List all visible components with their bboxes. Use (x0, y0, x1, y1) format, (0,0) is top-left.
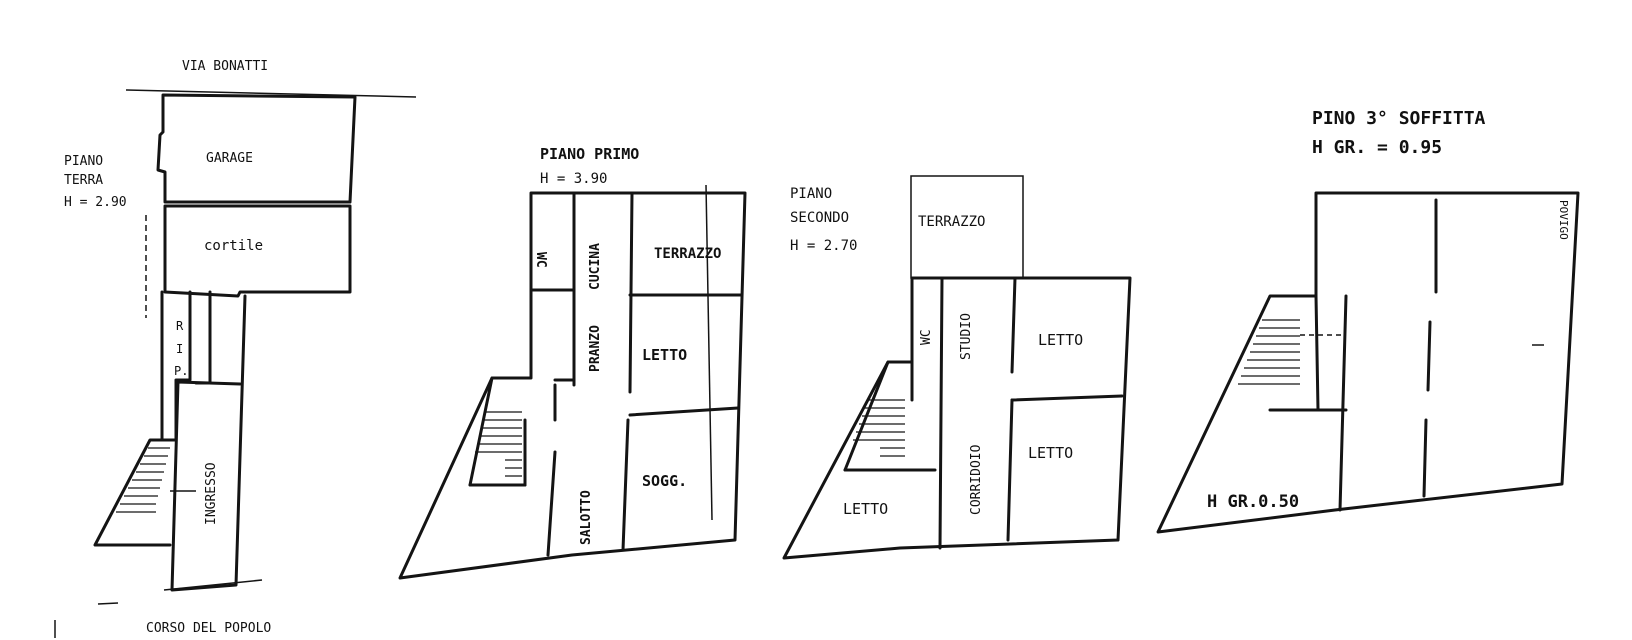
terrazzo-outline (910, 175, 1024, 279)
ground-floor-height: H = 2.90 (64, 195, 127, 210)
third-floor-outer-walls (1156, 191, 1580, 534)
wall (1422, 418, 1428, 498)
room-label-sogg: SOGG. (642, 472, 687, 490)
street-line-bottom (163, 579, 263, 591)
ingresso-walls (170, 294, 247, 592)
first-floor-outer-walls (398, 191, 747, 580)
room-label-studio: STUDIO (959, 313, 974, 360)
second-floor-outer-walls (782, 276, 1132, 560)
third-floor-height: H GR. = 0.95 (1312, 137, 1442, 158)
plan-second-floor: PIANO SECONDO H = 2.70 TERRAZZO WC STUDI… (782, 175, 1132, 560)
stair-treads (475, 411, 522, 477)
room-label-cortile: cortile (204, 238, 263, 254)
third-floor-title: PINO 3° SOFFITTA (1312, 108, 1486, 129)
ground-floor-title-line1: PIANO (64, 154, 103, 169)
plan-ground-floor: PIANO TERRA H = 2.90 GARAGE cortile R I … (64, 89, 417, 592)
room-label-letto-1: LETTO (1038, 331, 1083, 349)
wall (468, 376, 494, 487)
room-label-wc: WC (533, 252, 548, 268)
third-floor-low-height: H GR.0.50 (1207, 492, 1299, 512)
first-floor-title: PIANO PRIMO (540, 145, 639, 163)
plan-first-floor: PIANO PRIMO H = 3.90 WC CUCINA TERRAZZO … (398, 145, 747, 580)
wall (1006, 398, 1014, 542)
plan-third-floor: PINO 3° SOFFITTA H GR. = 0.95 H GR.0.50 … (1156, 108, 1580, 534)
room-label-salotto: SALOTTO (579, 490, 594, 545)
wall (546, 450, 557, 557)
room-label-terrazzo: TERRAZZO (918, 214, 985, 230)
courtyard-walls (163, 204, 352, 298)
rip-inner-wall (194, 290, 212, 385)
room-label-rip-i: I (176, 342, 183, 356)
room-label-pranzo: PRANZO (588, 325, 603, 372)
room-label-rip-p: P. (174, 364, 188, 378)
second-floor-title-line1: PIANO (790, 186, 832, 202)
wall (938, 276, 944, 550)
stair-outline (93, 438, 178, 547)
stair-treads (116, 447, 170, 513)
ground-floor-title-line2: TERRA (64, 173, 103, 188)
room-label-letto-3: LETTO (843, 500, 888, 518)
wall (1010, 394, 1124, 402)
room-label-cucina: CUCINA (588, 243, 603, 290)
wall (1010, 276, 1017, 374)
vertical-guide (705, 184, 713, 521)
room-label-garage: GARAGE (206, 151, 253, 166)
wall (1426, 320, 1432, 392)
wall (1338, 294, 1348, 512)
wall (628, 191, 634, 394)
first-floor-height: H = 3.90 (540, 171, 607, 187)
wall (628, 406, 740, 417)
room-label-terrazzo: TERRAZZO (654, 246, 721, 262)
side-note-povigo: POVIGO (1557, 200, 1570, 240)
street-line-top (125, 89, 417, 98)
stair-treads (1238, 319, 1300, 385)
street-label-via-bonatti: VIA BONATTI (182, 59, 268, 74)
room-label-rip-r: R (176, 319, 184, 333)
room-label-letto: LETTO (642, 346, 687, 364)
wall (621, 418, 630, 552)
stair-treads (853, 399, 905, 457)
room-label-corridoio: CORRIDOIO (969, 444, 984, 515)
edge-mark (97, 602, 119, 605)
wall (1314, 294, 1320, 412)
room-label-ingresso: INGRESSO (204, 462, 219, 525)
garage-walls (156, 93, 357, 204)
second-floor-title-line2: SECONDO (790, 210, 849, 226)
second-floor-height: H = 2.70 (790, 238, 857, 254)
street-label-corso-del-popolo: CORSO DEL POPOLO (146, 621, 271, 636)
room-label-wc: WC (919, 329, 934, 345)
room-label-letto-2: LETTO (1028, 444, 1073, 462)
